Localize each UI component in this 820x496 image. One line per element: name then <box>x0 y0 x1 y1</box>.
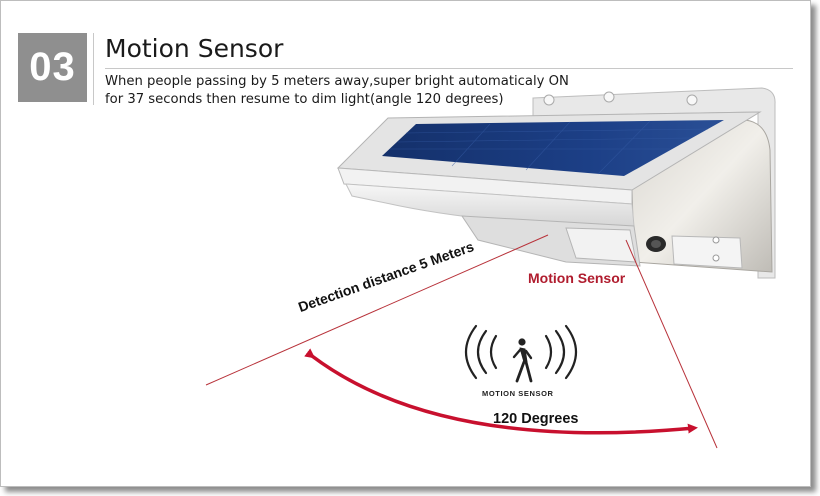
detection-boundary-left <box>205 234 549 386</box>
header-divider-vertical <box>93 33 94 105</box>
motion-sensor-callout: Motion Sensor <box>528 270 626 286</box>
motion-sensor-icon <box>464 324 578 380</box>
detection-angle-label: 120 Degrees <box>493 411 579 427</box>
solar-light-product <box>336 87 776 279</box>
detection-boundary-right <box>625 239 718 449</box>
description-line-1: When people passing by 5 meters away,sup… <box>105 74 569 89</box>
feature-description: When people passing by 5 meters away,sup… <box>105 73 569 109</box>
double-headed-arrow-icon <box>304 348 698 435</box>
page-title: Motion Sensor <box>105 34 284 63</box>
step-number-badge: 03 <box>18 33 87 102</box>
motion-sensor-icon-caption: MOTION SENSOR <box>482 389 554 398</box>
description-line-2: for 37 seconds then resume to dim light(… <box>105 92 504 107</box>
header-divider-horizontal <box>105 68 793 69</box>
walking-person-icon <box>512 338 533 383</box>
